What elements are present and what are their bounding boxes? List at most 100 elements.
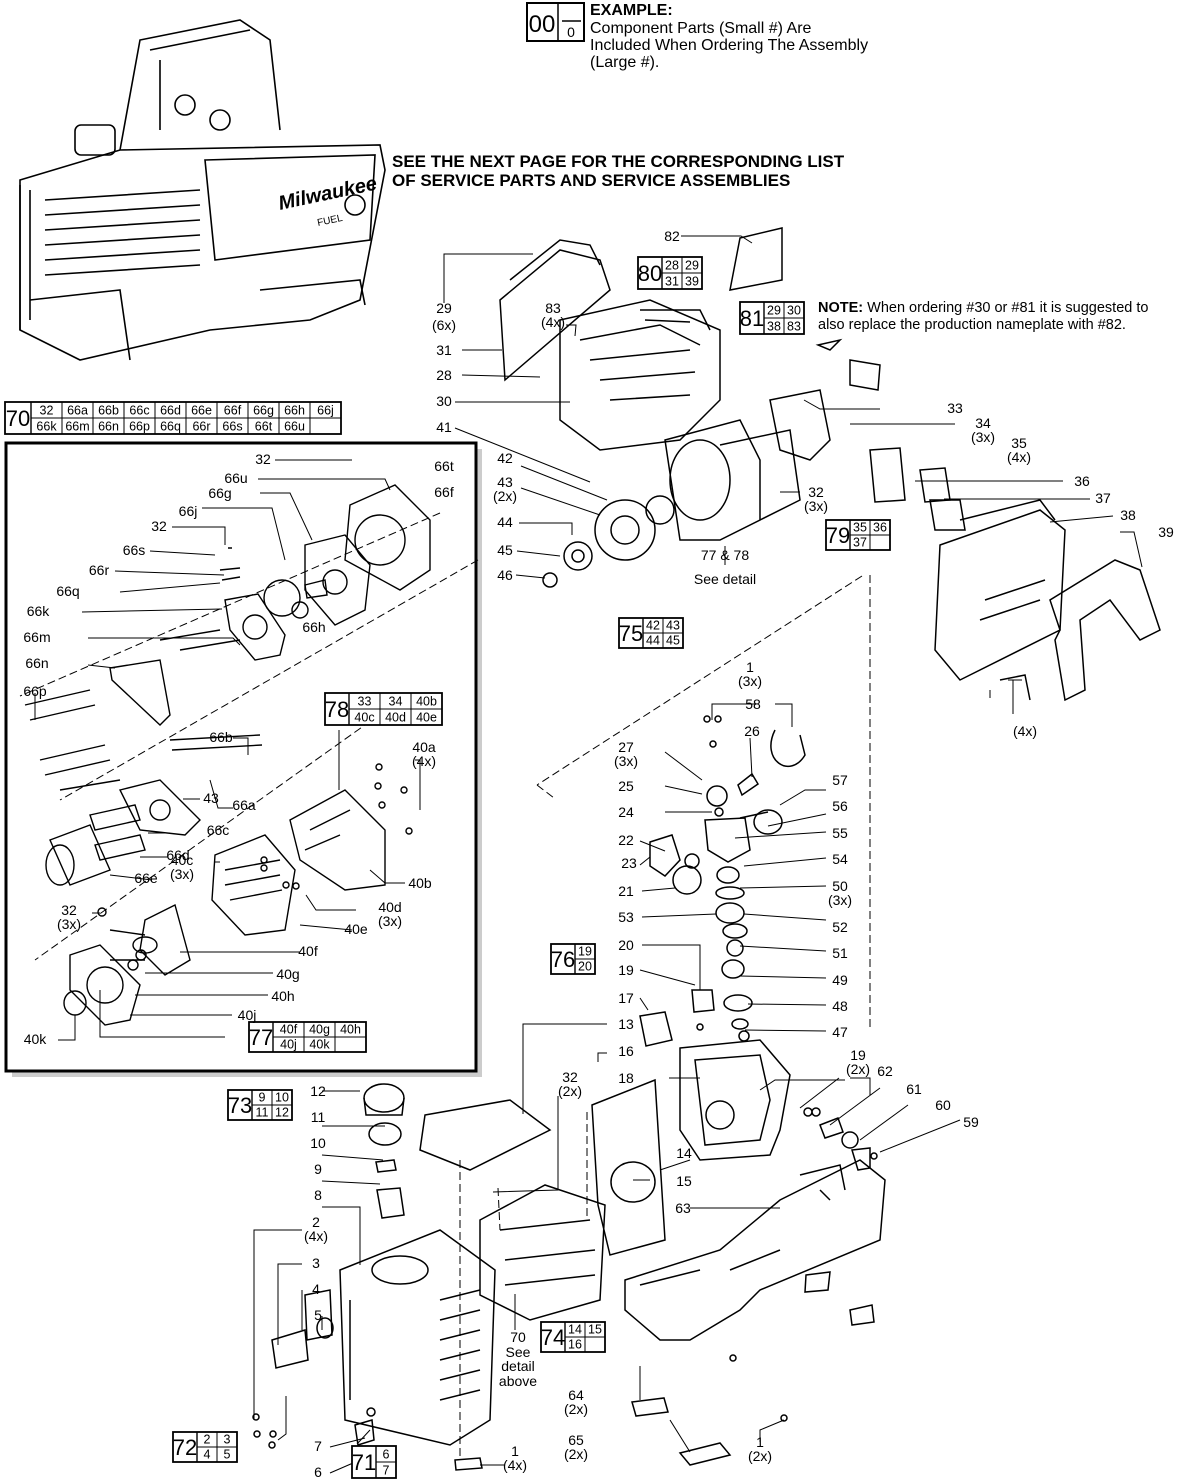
component-number: 38 [767,320,781,334]
part-label: 35 [1011,435,1027,451]
example-big-number: 00 [529,11,556,38]
part-label: 32 [151,518,167,534]
component-number: 66d [160,404,181,418]
part-label: (2x) [564,1401,588,1417]
part-label: 57 [832,772,848,788]
component-number: 10 [275,1091,289,1105]
logo-subtext: FUEL [316,213,344,229]
part-label: 66f [434,484,454,500]
assembly-number: 74 [541,1325,565,1350]
part-label: 15 [676,1173,692,1189]
component-number: 66e [191,404,212,418]
example-small-number: 0 [567,24,575,40]
note-body: When ordering #30 or #81 it is suggested… [818,300,1149,333]
part-label: 42 [497,450,513,466]
part-label: 40h [271,988,294,1004]
part-label: (4x) [541,314,565,330]
assembly-number: 81 [740,306,764,331]
component-number: 83 [787,320,801,334]
example-line-1: Component Parts (Small #) Are [590,20,812,37]
part-label: 12 [310,1083,326,1099]
part-label: 66g [208,485,231,501]
part-label: 1 [746,659,754,675]
part-label: 66e [134,870,158,886]
drawing-valve-stack [639,715,878,1171]
part-label: 37 [1095,490,1111,506]
part-label: 52 [832,919,848,935]
part-label: (4x) [412,753,436,769]
part-label: 56 [832,798,848,814]
part-label: 63 [675,1200,691,1216]
component-number: 16 [568,1338,582,1352]
component-number: 7 [383,1464,390,1478]
component-number: 66b [98,404,119,418]
part-label: 39 [1158,524,1174,540]
component-number: 29 [767,304,781,318]
component-number: 40f [280,1023,298,1037]
part-label: 66r [89,562,110,578]
part-label: (2x) [558,1083,582,1099]
part-label: 24 [618,804,634,820]
part-label: (3x) [170,866,194,882]
part-label: (2x) [564,1446,588,1462]
component-number: 45 [666,634,680,648]
part-label: (4x) [304,1228,328,1244]
component-number: 40j [280,1038,297,1052]
component-number: 66h [284,404,305,418]
part-label: 14 [676,1145,692,1161]
part-label: 40a [412,739,436,755]
part-label: 9 [314,1161,322,1177]
part-label: 19 [618,962,634,978]
drawing-pump-overview: Milwaukee FUEL [19,19,386,361]
part-label: 2 [312,1214,320,1230]
part-label: (3x) [614,753,638,769]
assembly-number: 76 [551,947,575,972]
component-number: 37 [853,536,867,550]
part-label: 32 [61,902,77,918]
part-label: 40c [171,852,194,868]
part-label: 51 [832,945,848,961]
component-number: 32 [40,404,54,418]
part-label: 45 [497,542,513,558]
part-label: 55 [832,825,848,841]
part-label: 66j [179,503,198,519]
part-label: 77 & 78 [701,547,749,563]
part-label: 36 [1074,473,1090,489]
component-number: 3 [224,1433,231,1447]
part-label: 46 [497,567,513,583]
component-number: 9 [259,1091,266,1105]
part-label: 11 [311,1109,326,1125]
part-label: (4x) [1013,723,1037,739]
part-label: 40k [24,1031,48,1047]
part-label: 40e [344,921,368,937]
part-label: (2x) [846,1061,870,1077]
component-number: 66t [255,420,273,434]
component-number: 19 [578,945,592,959]
part-label: detail [501,1358,534,1374]
part-label: 4 [312,1281,320,1297]
part-label: 62 [877,1063,893,1079]
component-number: 30 [787,304,801,318]
part-label: 66a [232,797,256,813]
assembly-number: 72 [173,1435,197,1460]
part-label: 23 [621,855,637,871]
assembly-number: 75 [619,621,643,646]
assembly-number: 77 [249,1025,273,1050]
component-number: 66a [67,404,88,418]
component-number: 40e [416,711,437,725]
part-label: (3x) [828,892,852,908]
component-number: 44 [646,634,660,648]
part-label: 50 [832,878,848,894]
see-next-page-line-2: OF SERVICE PARTS AND SERVICE ASSEMBLIES [392,171,791,190]
drawing-inset-gearbox [24,484,431,1026]
part-label: 6 [314,1464,322,1480]
part-label: (4x) [503,1457,527,1473]
part-label: 66m [23,629,50,645]
